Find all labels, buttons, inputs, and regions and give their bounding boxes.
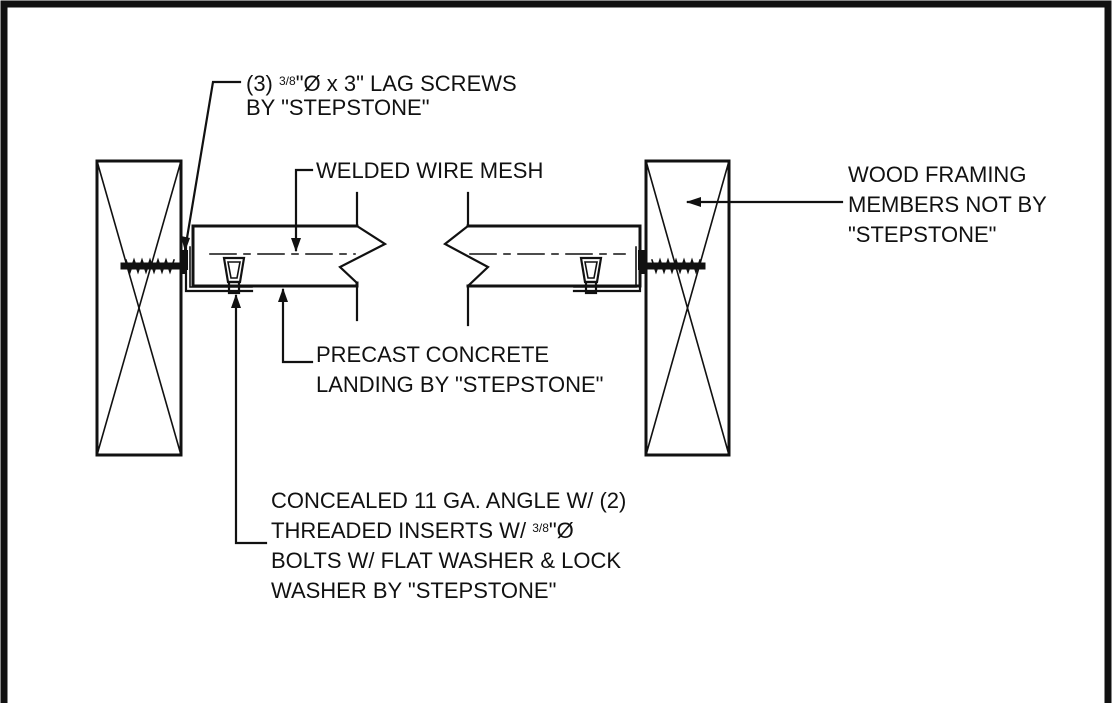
note-angle-line2-fraction: 3/8: [532, 521, 549, 535]
note-welded-wire-mesh: WELDED WIRE MESH: [316, 158, 543, 183]
note-lag-screws-suffix: "Ø x 3" LAG SCREWS: [296, 71, 517, 96]
note-precast-line1: PRECAST CONCRETE: [316, 342, 549, 367]
note-precast-landing: PRECAST CONCRETE LANDING BY "STEPSTONE": [316, 342, 603, 397]
note-wood-framing: WOOD FRAMING MEMBERS NOT BY "STEPSTONE": [848, 162, 1047, 247]
leader-lag-screws: [181, 80, 242, 252]
note-concealed-angle: CONCEALED 11 GA. ANGLE W/ (2) THREADED I…: [271, 488, 626, 603]
note-lag-screws: (3) 3/8"Ø x 3" LAG SCREWS BY "STEPSTONE": [246, 71, 517, 120]
right-lag-screw: [640, 257, 706, 275]
note-lag-screws-line2: BY "STEPSTONE": [246, 95, 430, 120]
left-lag-screw: [120, 257, 186, 275]
note-wood-framing-line2: MEMBERS NOT BY: [848, 192, 1047, 217]
leader-precast-landing: [278, 288, 314, 364]
note-angle-line2-prefix: THREADED INSERTS W/: [271, 518, 532, 543]
leader-concealed-angle: [231, 294, 268, 545]
svg-text:(3) 3/8"Ø x 3" LAG SCREWS: (3) 3/8"Ø x 3" LAG SCREWS: [246, 71, 517, 96]
note-wood-framing-line3: "STEPSTONE": [848, 222, 996, 247]
note-wood-framing-line1: WOOD FRAMING: [848, 162, 1026, 187]
precast-landing-right: [442, 191, 642, 327]
precast-landing-left: [191, 191, 388, 322]
leader-wood-framing: [686, 197, 844, 207]
note-lag-screws-prefix: (3): [246, 71, 279, 96]
leader-welded-wire-mesh: [291, 168, 314, 252]
note-angle-line4: WASHER BY "STEPSTONE": [271, 578, 556, 603]
left-wood-framing-member: [95, 159, 183, 457]
note-angle-line2-suffix: "Ø: [549, 518, 574, 543]
note-angle-line1: CONCEALED 11 GA. ANGLE W/ (2): [271, 488, 626, 513]
note-precast-line2: LANDING BY "STEPSTONE": [316, 372, 603, 397]
note-angle-line3: BOLTS W/ FLAT WASHER & LOCK: [271, 548, 621, 573]
svg-text:THREADED INSERTS W/ 3/8"Ø: THREADED INSERTS W/ 3/8"Ø: [271, 518, 574, 543]
note-lag-screws-fraction: 3/8: [279, 74, 296, 88]
right-wood-framing-member: [644, 159, 731, 457]
